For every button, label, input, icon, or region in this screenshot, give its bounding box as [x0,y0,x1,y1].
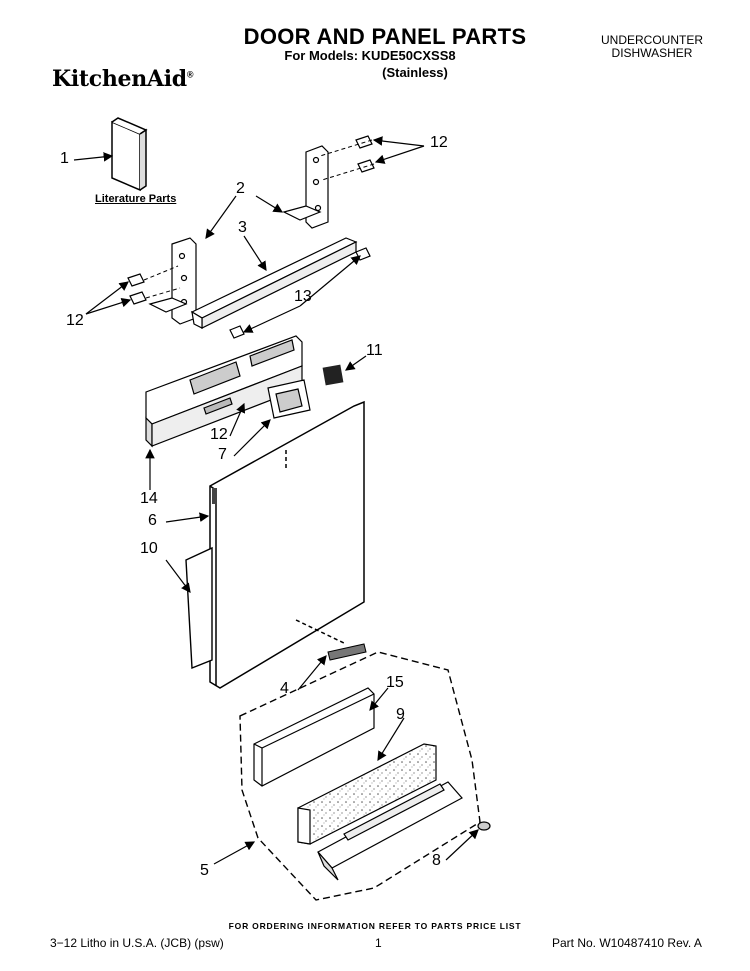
finish-label: (Stainless) [382,65,448,80]
callout-9: 9 [396,706,405,723]
callout-11: 11 [366,342,383,359]
toe-insulation [297,743,437,845]
literature-parts-label: Literature Parts [95,193,177,205]
screw-guides [143,139,375,299]
callout-2: 2 [236,180,245,197]
literature-parts-book [111,117,148,192]
callout-12-left: 12 [66,312,84,329]
panel-insulation [185,546,213,670]
product-type-line2: DISHWASHER [611,46,693,60]
rating-label [322,364,344,386]
handle-pocket [267,379,311,419]
part-number: Part No. W10487410 Rev. A [552,936,702,950]
callout-14: 14 [140,490,158,507]
page-number: 1 [375,936,382,950]
callout-13: 13 [294,288,312,305]
toe-panel-assembly-outline [239,651,481,901]
ordering-notice: FOR ORDERING INFORMATION REFER TO PARTS … [228,921,522,931]
toe-panel [317,781,491,881]
callout-10: 10 [140,540,158,557]
top-trim-rail [190,237,358,329]
model-number: For Models: KUDE50CXSS8 [284,48,456,63]
brand-logo: KitchenAid® [52,66,194,92]
callout-15: 15 [386,674,404,691]
right-mounting-bracket [282,145,329,229]
callout-6: 6 [148,512,157,529]
product-type-line1: UNDERCOUNTER [601,33,703,47]
registered-mark: ® [186,69,194,80]
callout-12-console: 12 [210,426,228,443]
product-type: UNDERCOUNTER DISHWASHER [592,34,712,60]
callout-1: 1 [60,150,69,167]
brand-badge [327,643,367,661]
door-panel [209,400,365,689]
callout-7: 7 [218,446,227,463]
page-title: DOOR AND PANEL PARTS [243,24,527,49]
callout-5: 5 [200,862,209,879]
brand-name: KitchenAid [52,66,187,92]
callout-8: 8 [432,852,441,869]
handle [253,687,375,787]
callout-3: 3 [238,219,247,236]
left-mounting-bracket [148,237,197,325]
callout-4: 4 [280,680,289,697]
litho-info: 3−12 Litho in U.S.A. (JCB) (psw) [50,936,224,950]
callout-leaders [73,136,479,865]
control-console [145,335,303,448]
callout-12-top: 12 [430,134,448,151]
